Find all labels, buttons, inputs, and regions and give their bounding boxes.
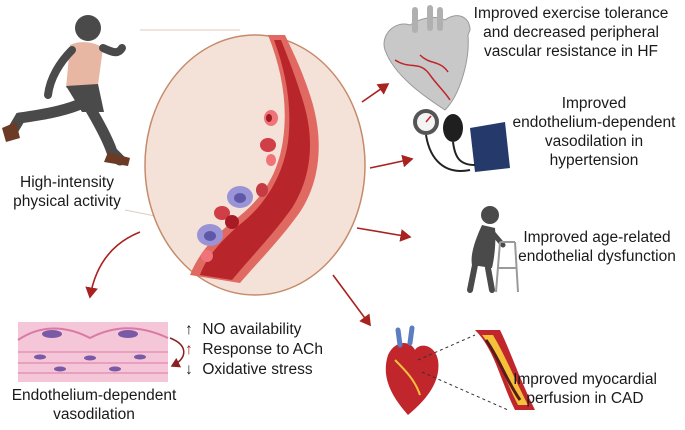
arrows [85,83,414,327]
arrow-to-aging [356,227,412,242]
effects-curved-arrow [169,337,185,368]
endothelium-icon [17,322,169,382]
coronary-artery-icon [385,325,535,415]
endothelial-effects-list: ↑ NO availability ↑ Response to ACh ↓ Ox… [185,320,323,380]
arrow-to-cad [332,274,371,327]
effect-no: ↑ NO availability [185,321,302,338]
arrow-to-endothelium [85,231,141,299]
arrow-to-hypertension [369,154,414,169]
runner-icon [2,15,130,166]
effect-oxidative: ↓ Oxidative stress [185,361,313,378]
arrow-to-hf [361,83,390,103]
effect-ach: ↑ Response to ACh [185,341,323,358]
elderly-walker-icon [467,206,519,293]
blood-pressure-monitor-icon [413,109,510,172]
heart-icon [383,5,471,111]
vessel-icon [144,34,366,296]
